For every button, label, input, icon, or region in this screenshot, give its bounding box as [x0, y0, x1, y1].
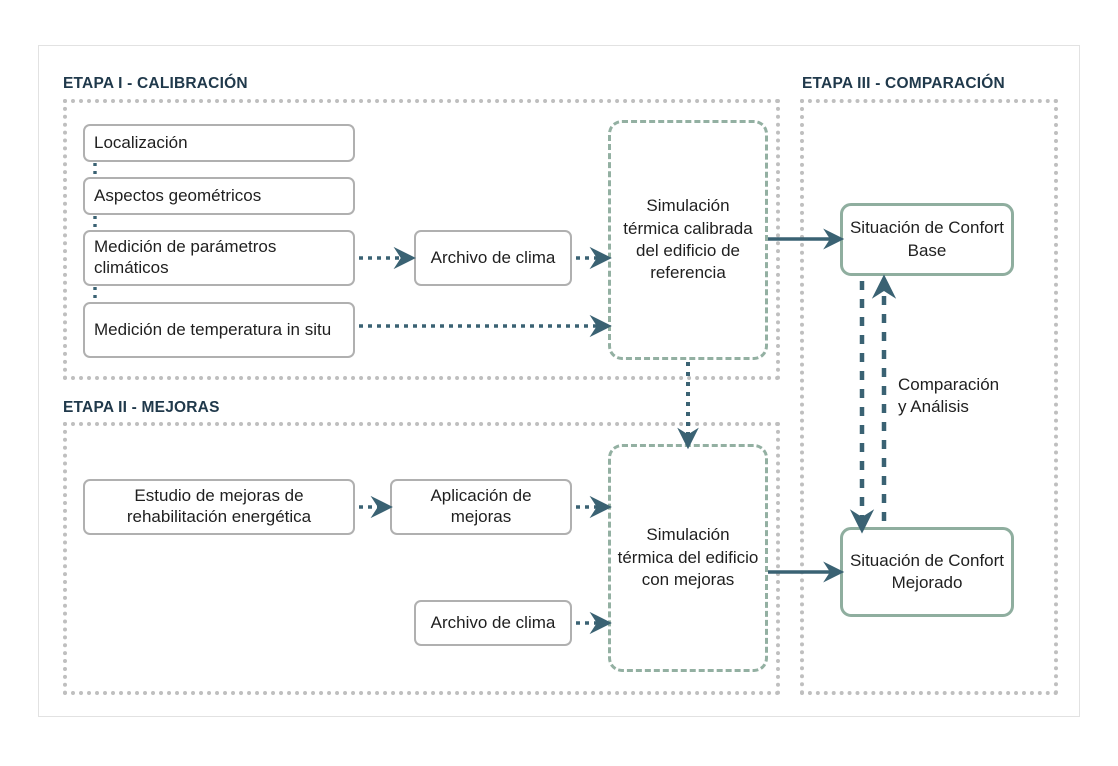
- process-box-label: Estudio de mejoras de rehabilitación ene…: [126, 486, 312, 526]
- process-box-label: Archivo de clima: [430, 612, 556, 632]
- process-box-aplicacion-mejoras[interactable]: Aplicación de mejoras: [390, 479, 572, 535]
- process-box-medicion-parametros[interactable]: Medición de parámetros climáticos: [83, 230, 355, 286]
- process-box-aspectos-geometricos[interactable]: Aspectos geométricos: [83, 177, 355, 215]
- process-box-label: Medición de parámetros climáticos: [94, 237, 277, 277]
- process-box-archivo-clima-1[interactable]: Archivo de clima: [414, 230, 572, 286]
- comparison-analysis-line-2: y Análisis: [898, 397, 969, 417]
- process-box-archivo-clima-2[interactable]: Archivo de clima: [414, 600, 572, 646]
- stage-3-title: ETAPA III - COMPARACIÓN: [802, 75, 1005, 92]
- process-box-label: Medición de temperatura in situ: [94, 319, 332, 339]
- comparison-analysis-label: Comparación y Análisis: [898, 374, 999, 418]
- process-box-label: Aplicación de mejoras: [430, 486, 532, 526]
- simulation-box-con-mejoras[interactable]: Simulación térmica del edificio con mejo…: [608, 444, 768, 672]
- process-box-estudio-mejoras[interactable]: Estudio de mejoras de rehabilitación ene…: [83, 479, 355, 535]
- stage-2-title: ETAPA II - MEJORAS: [63, 399, 220, 416]
- result-box-label: Situación de Confort Base: [849, 218, 1005, 260]
- stage-1-title: ETAPA I - CALIBRACIÓN: [63, 75, 248, 92]
- stage-2-container: [63, 422, 780, 695]
- simulation-box-calibrada[interactable]: Simulación térmica calibrada del edifici…: [608, 120, 768, 360]
- process-box-localizacion[interactable]: Localización: [83, 124, 355, 162]
- process-box-medicion-temperatura[interactable]: Medición de temperatura in situ: [83, 302, 355, 358]
- simulation-box-label: Simulación térmica del edificio con mejo…: [617, 525, 759, 590]
- comparison-analysis-line-1: Comparación: [898, 375, 1000, 394]
- process-box-label: Localización: [94, 132, 188, 152]
- process-box-label: Aspectos geométricos: [94, 185, 262, 205]
- result-box-confort-mejorado[interactable]: Situación de Confort Mejorado: [840, 527, 1014, 617]
- simulation-box-label: Simulación térmica calibrada del edifici…: [623, 196, 753, 283]
- process-box-label: Archivo de clima: [430, 247, 556, 267]
- result-box-label: Situación de Confort Mejorado: [849, 550, 1005, 592]
- result-box-confort-base[interactable]: Situación de Confort Base: [840, 203, 1014, 276]
- stage-3-container: [800, 99, 1058, 695]
